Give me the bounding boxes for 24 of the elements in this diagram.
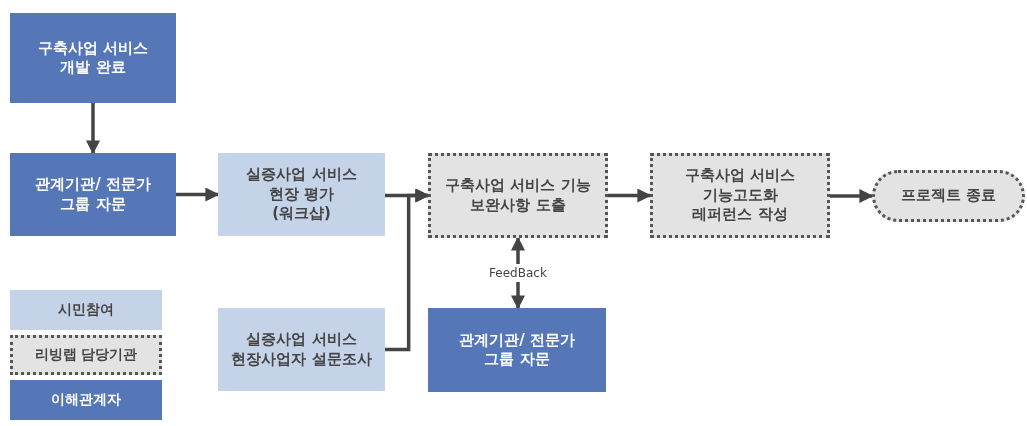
- process-box: [428, 153, 608, 238]
- arrow: [176, 187, 220, 202]
- process-box: [10, 153, 176, 236]
- node-text: 구축사업 서비스 기능고도화 레퍼런스 작성: [683, 166, 797, 225]
- node-text: 실증사업 서비스 현장사업자 설문조사: [230, 330, 373, 369]
- process-box: [428, 308, 606, 392]
- arrow: [86, 103, 100, 155]
- node-text: 관계기관/ 전문가 그룹 자문: [458, 330, 576, 370]
- process-box: [10, 13, 176, 103]
- node-text: 관계기관/ 전문가 그룹 자문: [34, 175, 152, 214]
- arrow: [385, 188, 430, 352]
- process-box: [650, 153, 830, 238]
- node-text: 프로젝트 종료: [900, 186, 997, 206]
- arrow: [608, 188, 652, 203]
- process-box: [218, 153, 385, 236]
- node-text: 실증사업 서비스 현장 평가 (워크샵): [245, 165, 358, 224]
- node-text: 구축사업 서비스 개발 완료: [36, 38, 150, 78]
- terminal-box: [872, 170, 1025, 222]
- arrow: [830, 189, 874, 203]
- legend-text: 리빙랩 담당기관: [34, 346, 138, 364]
- legend-text: 이해관계자: [51, 391, 121, 409]
- legend-text: 시민참여: [58, 301, 114, 319]
- node-text: 구축사업 서비스 기능 보완사항 도출: [444, 176, 592, 215]
- process-box: [218, 308, 385, 391]
